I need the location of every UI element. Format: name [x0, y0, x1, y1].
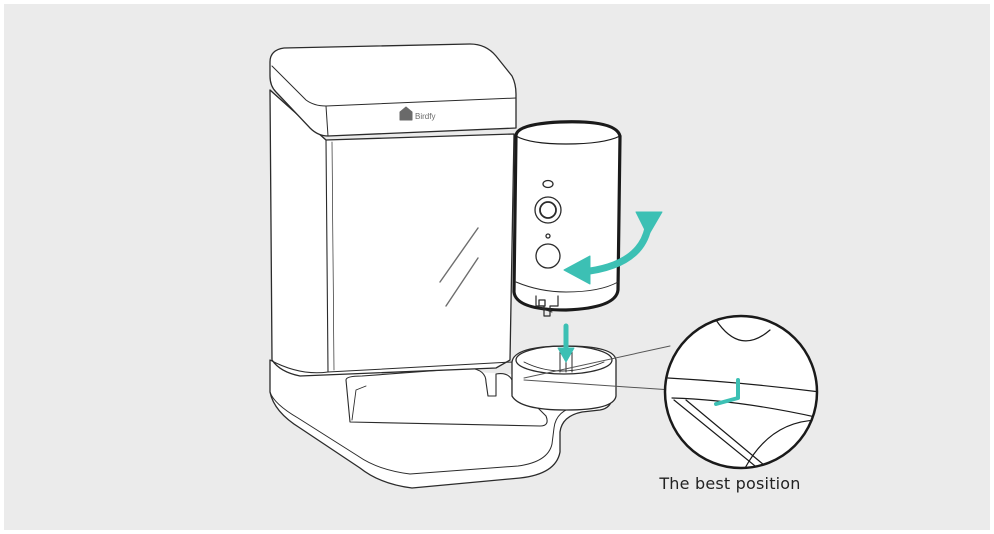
feeder-hopper: [270, 44, 516, 380]
brand-label: Birdfy: [415, 112, 435, 121]
best-position-caption: The best position: [640, 474, 820, 493]
zoom-detail-circle: [665, 316, 820, 470]
camera-module: [514, 122, 620, 316]
